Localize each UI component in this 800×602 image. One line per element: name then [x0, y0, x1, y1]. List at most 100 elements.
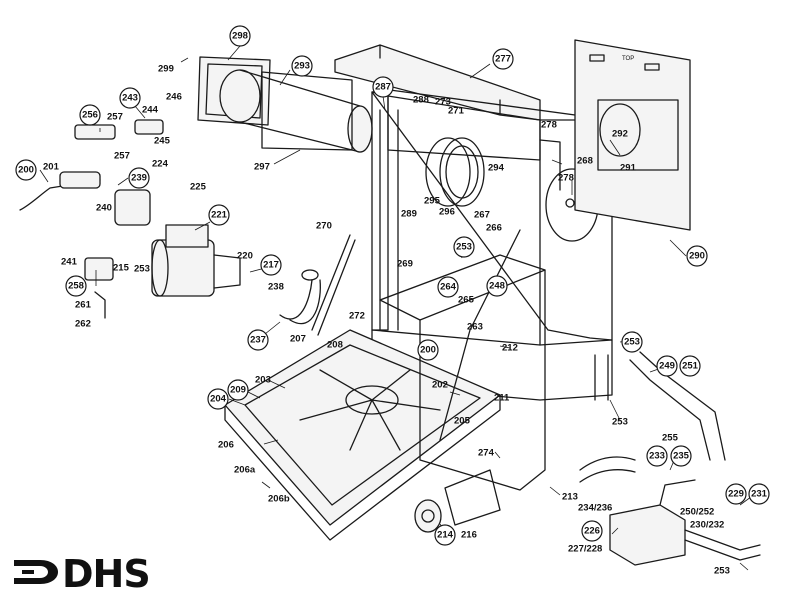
label-296: 296	[439, 207, 455, 218]
svg-text:200: 200	[18, 165, 34, 176]
svg-text:209: 209	[230, 385, 246, 396]
label-205: 205	[454, 416, 471, 427]
callout-214: 214	[434, 524, 456, 546]
cable-and-rods	[311, 229, 521, 441]
callout-239: 239	[128, 167, 150, 189]
label-253-lower: 253	[612, 417, 628, 428]
svg-text:237: 237	[250, 335, 266, 346]
svg-text:253: 253	[456, 242, 472, 253]
label-203: 203	[255, 375, 271, 386]
svg-text:204: 204	[210, 394, 227, 405]
svg-text:298: 298	[232, 31, 248, 42]
label-295: 295	[424, 196, 441, 207]
label-288: 288	[413, 95, 429, 106]
panel-top-marking: TOP	[622, 56, 634, 62]
label-244: 244	[142, 105, 159, 116]
callout-209: 209	[227, 379, 249, 401]
label-273: 273	[435, 97, 451, 108]
callout-256: 256	[79, 104, 101, 126]
label-270: 270	[316, 221, 332, 232]
callout-200-left: 200	[15, 159, 37, 181]
label-213: 213	[562, 492, 578, 503]
svg-text:231: 231	[751, 489, 768, 500]
label-245: 245	[154, 136, 171, 147]
label-269: 269	[397, 259, 413, 270]
label-265: 265	[458, 295, 475, 306]
svg-text:251: 251	[682, 361, 699, 372]
callout-226: 226	[581, 520, 603, 542]
callout-287: 287	[372, 76, 394, 98]
svg-text:239: 239	[131, 173, 147, 184]
callout-221: 221	[208, 204, 230, 226]
label-207: 207	[290, 334, 306, 345]
label-266: 266	[486, 223, 502, 234]
callout-229: 229	[725, 483, 747, 505]
svg-text:217: 217	[263, 260, 279, 271]
label-206: 206	[218, 440, 234, 451]
svg-text:293: 293	[294, 61, 310, 72]
label-271: 271	[448, 106, 465, 117]
svg-text:264: 264	[440, 282, 457, 293]
callout-293: 293	[291, 55, 313, 77]
svg-text:233: 233	[649, 451, 665, 462]
label-206a: 206a	[234, 465, 256, 476]
callout-243: 243	[119, 87, 141, 109]
label-224: 224	[152, 159, 169, 170]
callout-200-center: 200	[417, 339, 439, 361]
label-211: 211	[494, 393, 510, 404]
label-299: 299	[158, 64, 174, 75]
label-230-232: 230/232	[690, 520, 724, 531]
pressure-gauge	[414, 469, 501, 533]
svg-text:248: 248	[489, 281, 505, 292]
plain-labels: 299 297 288 273 271 278 292 244 246 257 …	[43, 56, 730, 577]
callout-258: 258	[65, 275, 87, 297]
label-267: 267	[474, 210, 490, 221]
callout-231: 231	[748, 483, 770, 505]
circled-callouts: 298 293 277 287 256 243 200 239 221 217 …	[15, 25, 770, 546]
pump-assembly	[151, 224, 241, 297]
callout-253-right: 253	[621, 331, 643, 353]
label-257-mid: 257	[114, 151, 130, 162]
right-pipes	[579, 351, 726, 483]
label-234-236: 234/236	[578, 503, 612, 514]
label-212: 212	[502, 343, 518, 354]
label-262: 262	[75, 319, 91, 330]
label-202: 202	[432, 380, 448, 391]
label-216: 216	[461, 530, 477, 541]
label-274: 274	[478, 448, 495, 459]
callout-235: 235	[670, 445, 692, 467]
svg-text:229: 229	[728, 489, 744, 500]
label-263: 263	[467, 322, 483, 333]
dhs-logo: DHS	[10, 548, 178, 596]
flexible-pipe	[279, 269, 321, 325]
label-227-228: 227/228	[568, 544, 602, 555]
label-253-bottom: 253	[714, 566, 730, 577]
svg-text:214: 214	[437, 530, 454, 541]
callout-233: 233	[646, 445, 668, 467]
svg-text:235: 235	[673, 451, 690, 462]
callout-251: 251	[679, 355, 701, 377]
left-valves	[19, 119, 164, 319]
label-250-252: 250/252	[680, 507, 714, 518]
label-201: 201	[43, 162, 60, 173]
label-278-side: 278	[558, 173, 574, 184]
svg-text:277: 277	[495, 54, 511, 65]
label-294: 294	[488, 163, 505, 174]
base-tray	[224, 329, 501, 541]
svg-text:221: 221	[211, 210, 228, 221]
label-220: 220	[237, 251, 253, 262]
svg-text:249: 249	[659, 361, 675, 372]
label-215: 215	[113, 263, 130, 274]
label-253-left: 253	[134, 264, 150, 275]
callout-204: 204	[207, 388, 229, 410]
label-238: 238	[268, 282, 284, 293]
label-241: 241	[61, 257, 78, 268]
svg-text:256: 256	[82, 110, 98, 121]
label-297: 297	[254, 162, 270, 173]
label-255: 255	[662, 433, 679, 444]
label-289: 289	[401, 209, 417, 220]
label-261: 261	[75, 300, 92, 311]
label-206b: 206b	[268, 494, 290, 505]
label-240: 240	[96, 203, 112, 214]
